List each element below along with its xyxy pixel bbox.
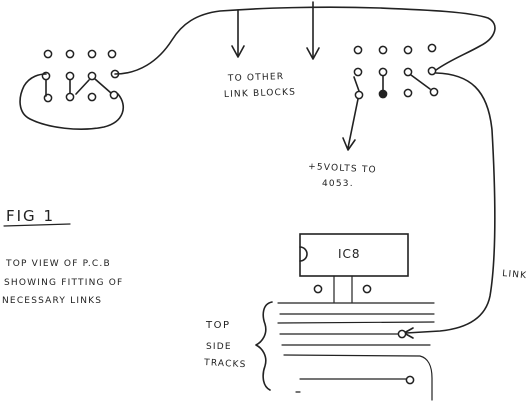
top-line3: TRACKS — [203, 358, 247, 370]
caption-line1: TOP VIEW OF P.C.B — [5, 259, 111, 269]
left-pad — [109, 90, 119, 100]
fig-underline — [3, 223, 71, 227]
right-pad — [403, 45, 413, 55]
ic-pad — [313, 284, 323, 294]
right-link-wire — [410, 74, 431, 90]
fig-label: FIG 1 — [6, 207, 55, 225]
caption-line2: SHOWING FITTING OF — [4, 278, 123, 288]
ic8-chip: IC8 — [299, 233, 409, 303]
right-pad — [403, 88, 413, 98]
ic-notch — [299, 246, 308, 262]
left-link-wire — [94, 78, 112, 94]
to-other-line2: LINK BLOCKS — [224, 87, 297, 100]
right-pad — [427, 66, 437, 76]
block-loop-wire — [19, 6, 496, 130]
right-link-wire — [353, 76, 360, 92]
volts-line2: 4053. — [322, 179, 354, 189]
left-pad — [65, 92, 75, 102]
left-pad — [87, 71, 97, 81]
arrow-head — [306, 47, 320, 60]
top-side-tracks — [277, 302, 435, 401]
arrow-head — [342, 137, 356, 151]
track-pad — [397, 329, 407, 339]
top-line1: TOP — [205, 320, 231, 331]
link-block-arrows — [231, 1, 320, 60]
ic-pad — [362, 284, 372, 294]
right-pad — [429, 87, 439, 97]
volts-arrow — [347, 98, 359, 149]
caption-line3: NECESSARY LINKS — [2, 296, 102, 306]
track — [277, 321, 435, 324]
right-pad — [378, 67, 388, 77]
left-link-block — [41, 49, 120, 103]
track-pad — [405, 375, 415, 385]
right-pad — [403, 67, 413, 77]
right-pad — [378, 89, 388, 99]
left-link-wire — [75, 79, 90, 95]
link-label: LINK — [502, 269, 527, 281]
to-other-line1: TO OTHER — [227, 72, 285, 84]
ic-pin-lines — [333, 275, 353, 303]
track — [283, 354, 433, 401]
arrow-head — [231, 45, 245, 58]
left-pad — [87, 92, 97, 102]
left-pad — [65, 49, 75, 59]
link-wire — [405, 72, 496, 334]
right-link-block — [353, 43, 439, 100]
left-pad — [87, 49, 97, 59]
volts-line1: +5VOLTS TO — [308, 162, 377, 176]
ic-body — [299, 233, 409, 277]
left-pad — [65, 71, 75, 81]
tracks-brace — [255, 301, 273, 391]
right-pad — [378, 45, 388, 55]
top-line2: SIDE — [206, 342, 232, 352]
ic-label: IC8 — [338, 247, 361, 261]
right-pad — [353, 67, 363, 77]
right-pad — [427, 43, 437, 53]
right-pad — [354, 90, 364, 100]
right-pad — [353, 45, 363, 55]
left-pad — [43, 49, 53, 59]
left-pad — [107, 49, 117, 59]
